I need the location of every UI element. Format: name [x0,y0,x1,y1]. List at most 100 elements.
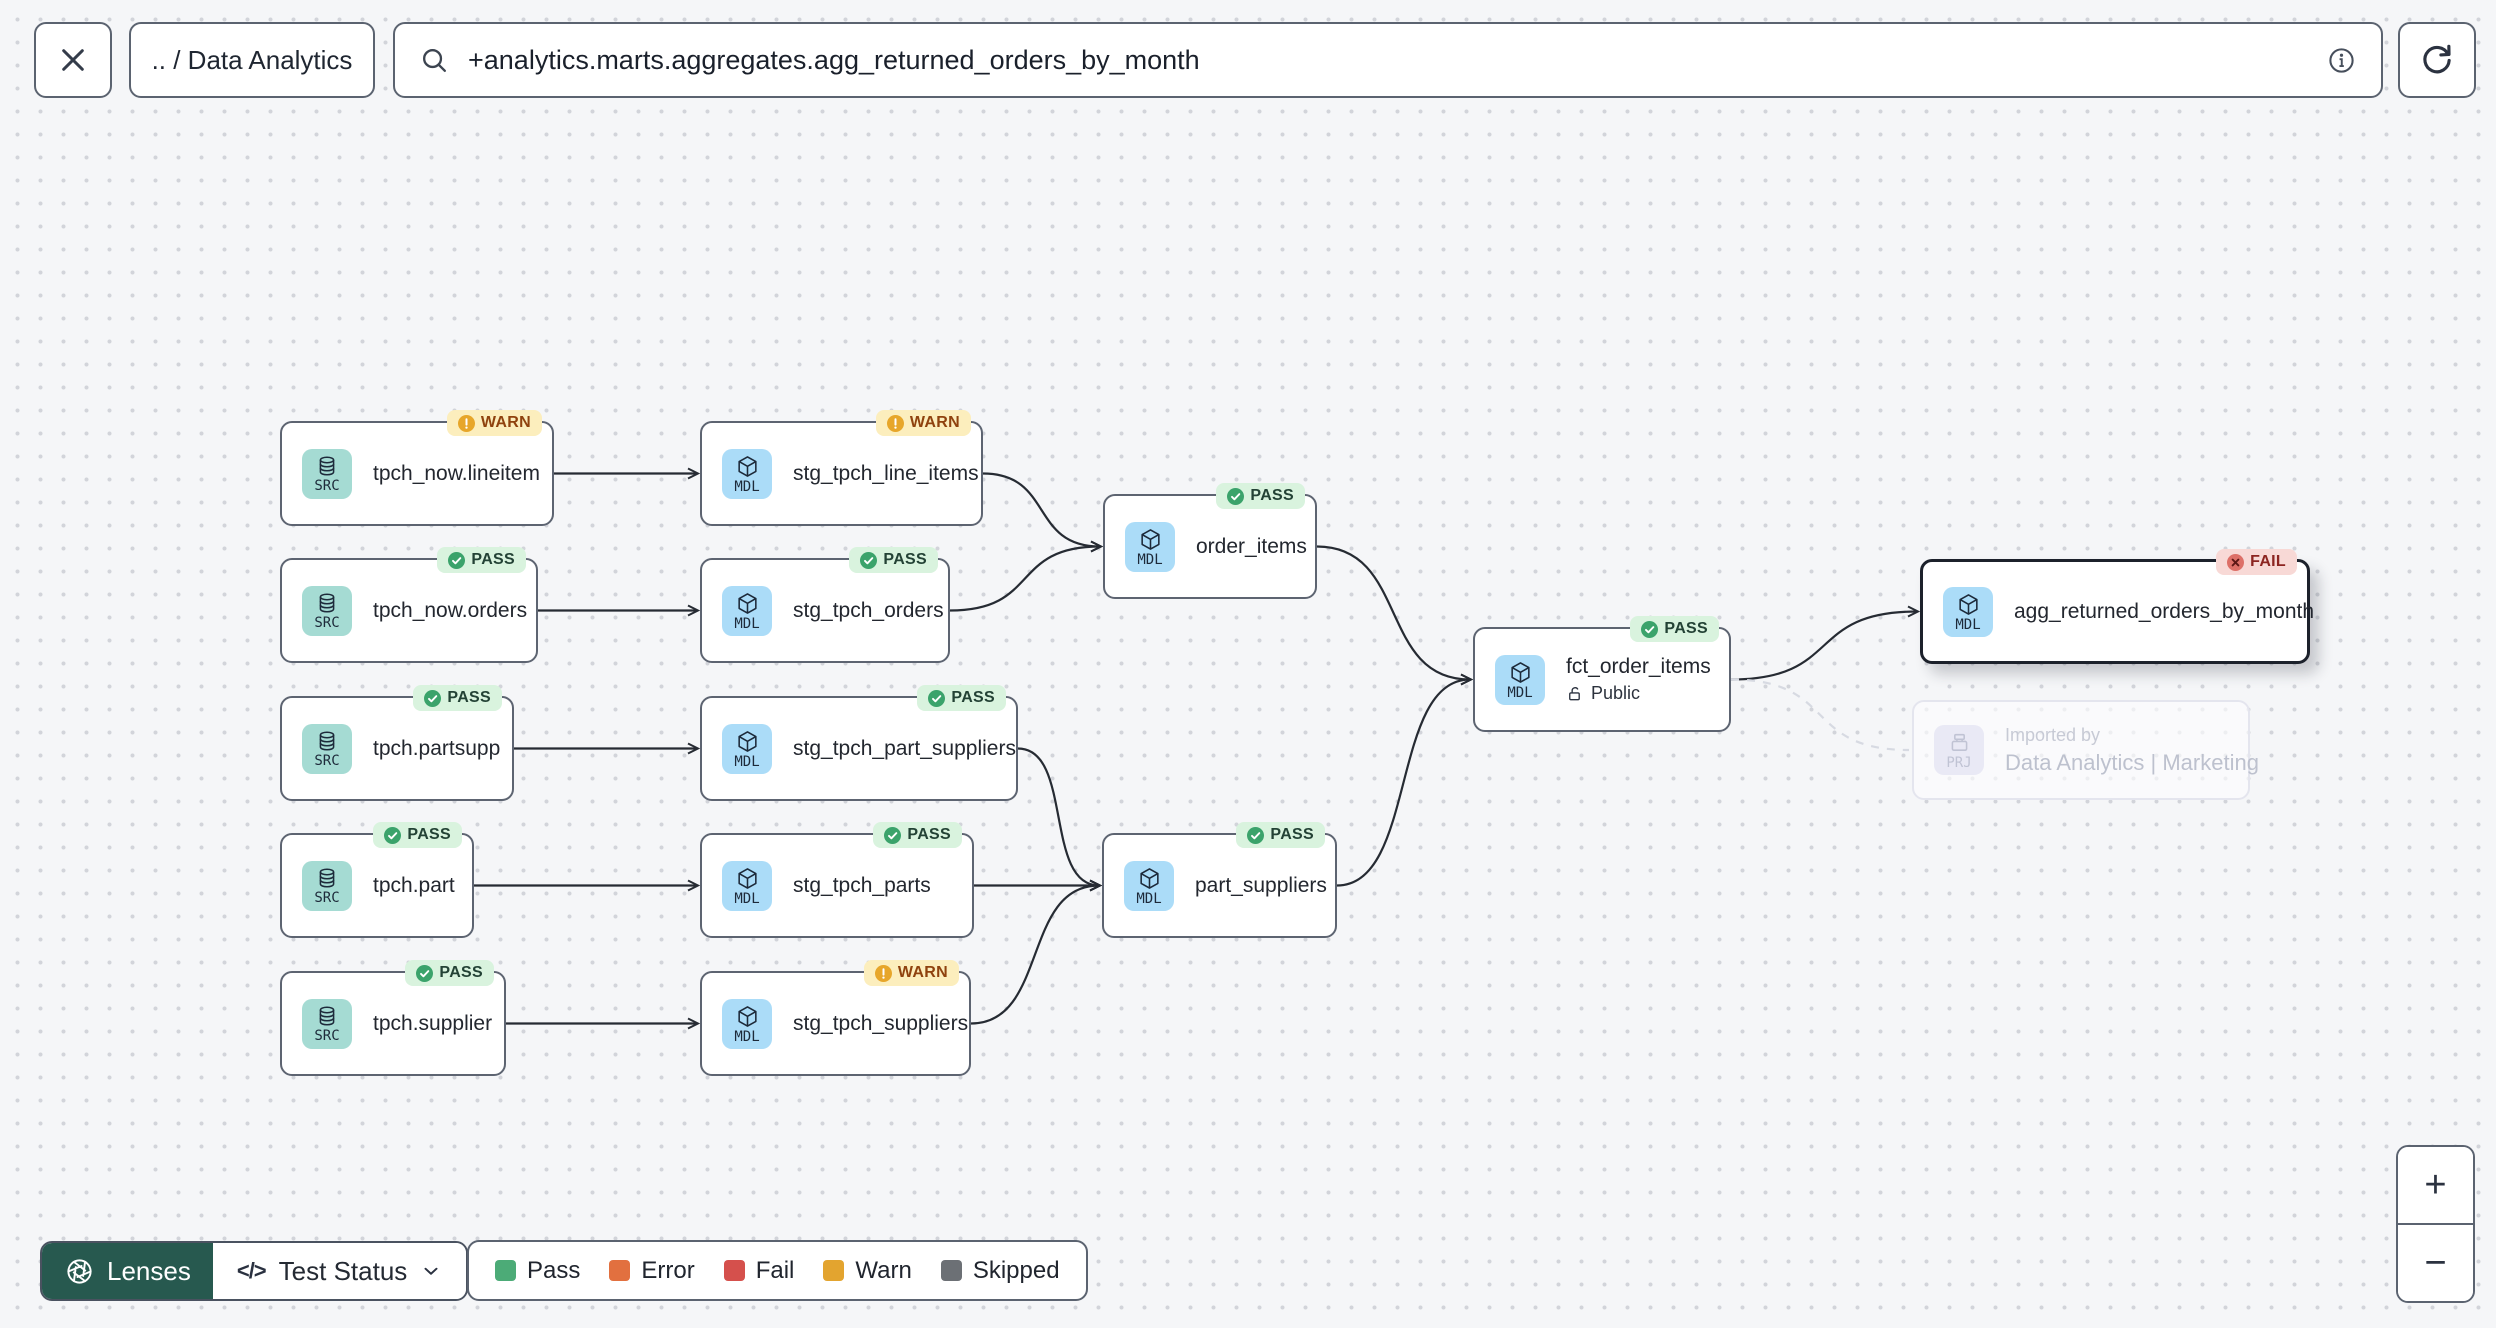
node-titles: part_suppliers [1195,873,1327,898]
node-titles: stg_tpch_line_items [793,462,979,486]
src-resource-icon: SRC [302,998,352,1049]
status-badge-warn: WARN [863,960,959,986]
node-titles: order_items [1196,534,1307,559]
node-sublabel-text: Public [1591,683,1641,703]
edge-stg_line_items-to-order_items [982,472,1104,553]
legend-swatch [723,1260,745,1281]
node-titles: stg_tpch_parts [793,874,931,898]
node-title: stg_tpch_orders [793,598,944,622]
legend-item-warn: Warn [823,1256,912,1285]
src-resource-icon: SRC [302,723,352,774]
edge-stg_part_suppliers-to-part_suppliers [1017,747,1103,892]
src-resource-icon: SRC [302,860,352,911]
node-src_lineitem[interactable]: WARN SRC tpch_now.lineitem [280,410,554,526]
mdl-resource-icon: MDL [1124,860,1174,911]
status-badge-pass: PASS [873,822,962,848]
refresh-button[interactable] [2398,22,2476,98]
warn-icon [886,414,904,432]
mdl-resource-icon: MDL [722,723,772,774]
node-titles: agg_returned_orders_by_month [2014,600,2314,624]
node-title: order_items [1196,534,1307,558]
search-bar[interactable] [393,22,2383,98]
node-title: part_suppliers [1195,873,1327,897]
legend-label: Fail [755,1256,795,1284]
lens-selector[interactable]: </> Test Status [212,1243,467,1299]
unlock-icon [1566,685,1584,703]
node-part_suppliers[interactable]: PASS MDL part_suppliers [1102,822,1337,938]
mdl-resource-icon: MDL [722,860,772,911]
legend-swatch [609,1260,631,1281]
node-titles: stg_tpch_orders [793,598,944,623]
node-title: tpch.supplier [373,1011,493,1035]
node-titles: tpch.partsupp [373,737,500,761]
search-input[interactable] [466,43,2310,77]
resource-kind-label: SRC [314,478,340,494]
node-title: Imported by [2005,724,2101,745]
status-badge-pass: PASS [405,960,494,986]
node-src_partsupp[interactable]: PASS SRC tpch.partsupp [280,685,514,801]
breadcrumb[interactable]: .. / Data Analytics [129,22,375,98]
resource-kind-label: MDL [1137,551,1163,568]
node-sublabel: Data Analytics | Marketing [2005,750,2259,776]
node-stg_part_suppliers[interactable]: PASS MDL stg_tpch_part_suppliers [700,685,1018,801]
edge-stg_orders-to-order_items [949,540,1104,612]
node-title: tpch_now.lineitem [373,461,540,485]
badge-label: PASS [439,964,483,981]
node-titles: tpch_now.lineitem [373,461,540,486]
resource-kind-label: MDL [734,478,760,495]
zoom-out-button[interactable]: − [2398,1225,2473,1301]
status-badge-pass: PASS [1236,822,1325,848]
code-icon: </> [236,1258,267,1283]
resource-kind-label: MDL [1136,890,1162,907]
node-titles: tpch.part [373,874,455,898]
edge-fct_order_items-to-agg_returned_orders_by_month [1730,605,1921,681]
status-badge-pass: PASS [849,547,938,573]
zoom-controls: + − [2396,1145,2475,1303]
lenses-button[interactable]: Lenses [42,1243,213,1299]
badge-label: PASS [1270,826,1314,843]
legend-label: Error [641,1256,695,1284]
node-title: stg_tpch_parts [793,873,931,897]
status-badge-fail: FAIL [2216,549,2297,575]
legend-item-pass: Pass [495,1257,580,1285]
badge-label: FAIL [2250,553,2286,570]
node-titles: tpch_now.orders [373,598,528,623]
badge-label: PASS [907,826,951,843]
badge-label: PASS [471,551,515,568]
edge-part_suppliers-to-fct_order_items [1336,673,1474,887]
pass-icon [448,551,466,569]
legend-item-fail: Fail [723,1256,795,1285]
pass-icon [884,826,902,844]
info-icon[interactable] [2326,45,2357,76]
status-badge-pass: PASS [917,685,1006,711]
resource-kind-label: SRC [314,753,340,769]
legend-label: Warn [855,1256,912,1284]
edge-stg_suppliers-to-part_suppliers [970,879,1103,1025]
node-titles: Imported by Data Analytics | Marketing [2005,724,2259,776]
badge-label: PASS [1664,620,1708,637]
node-sublabel-text: Data Analytics | Marketing [2005,749,2259,775]
node-src_supplier[interactable]: PASS SRC tpch.supplier [280,960,506,1076]
node-titles: stg_tpch_part_suppliers [793,737,1016,761]
status-badge-warn: WARN [446,410,542,436]
breadcrumb-label: .. / Data Analytics [151,44,353,75]
status-badge-pass: PASS [413,685,502,711]
node-title: fct_order_items [1566,655,1711,678]
node-stg_parts[interactable]: PASS MDL stg_tpch_parts [700,822,974,938]
zoom-in-button[interactable]: + [2398,1147,2473,1225]
search-icon [423,48,446,72]
legend-swatch [940,1260,962,1281]
close-button[interactable] [34,22,112,98]
node-title: tpch_now.orders [373,598,528,622]
status-badge-pass: PASS [1630,616,1719,642]
